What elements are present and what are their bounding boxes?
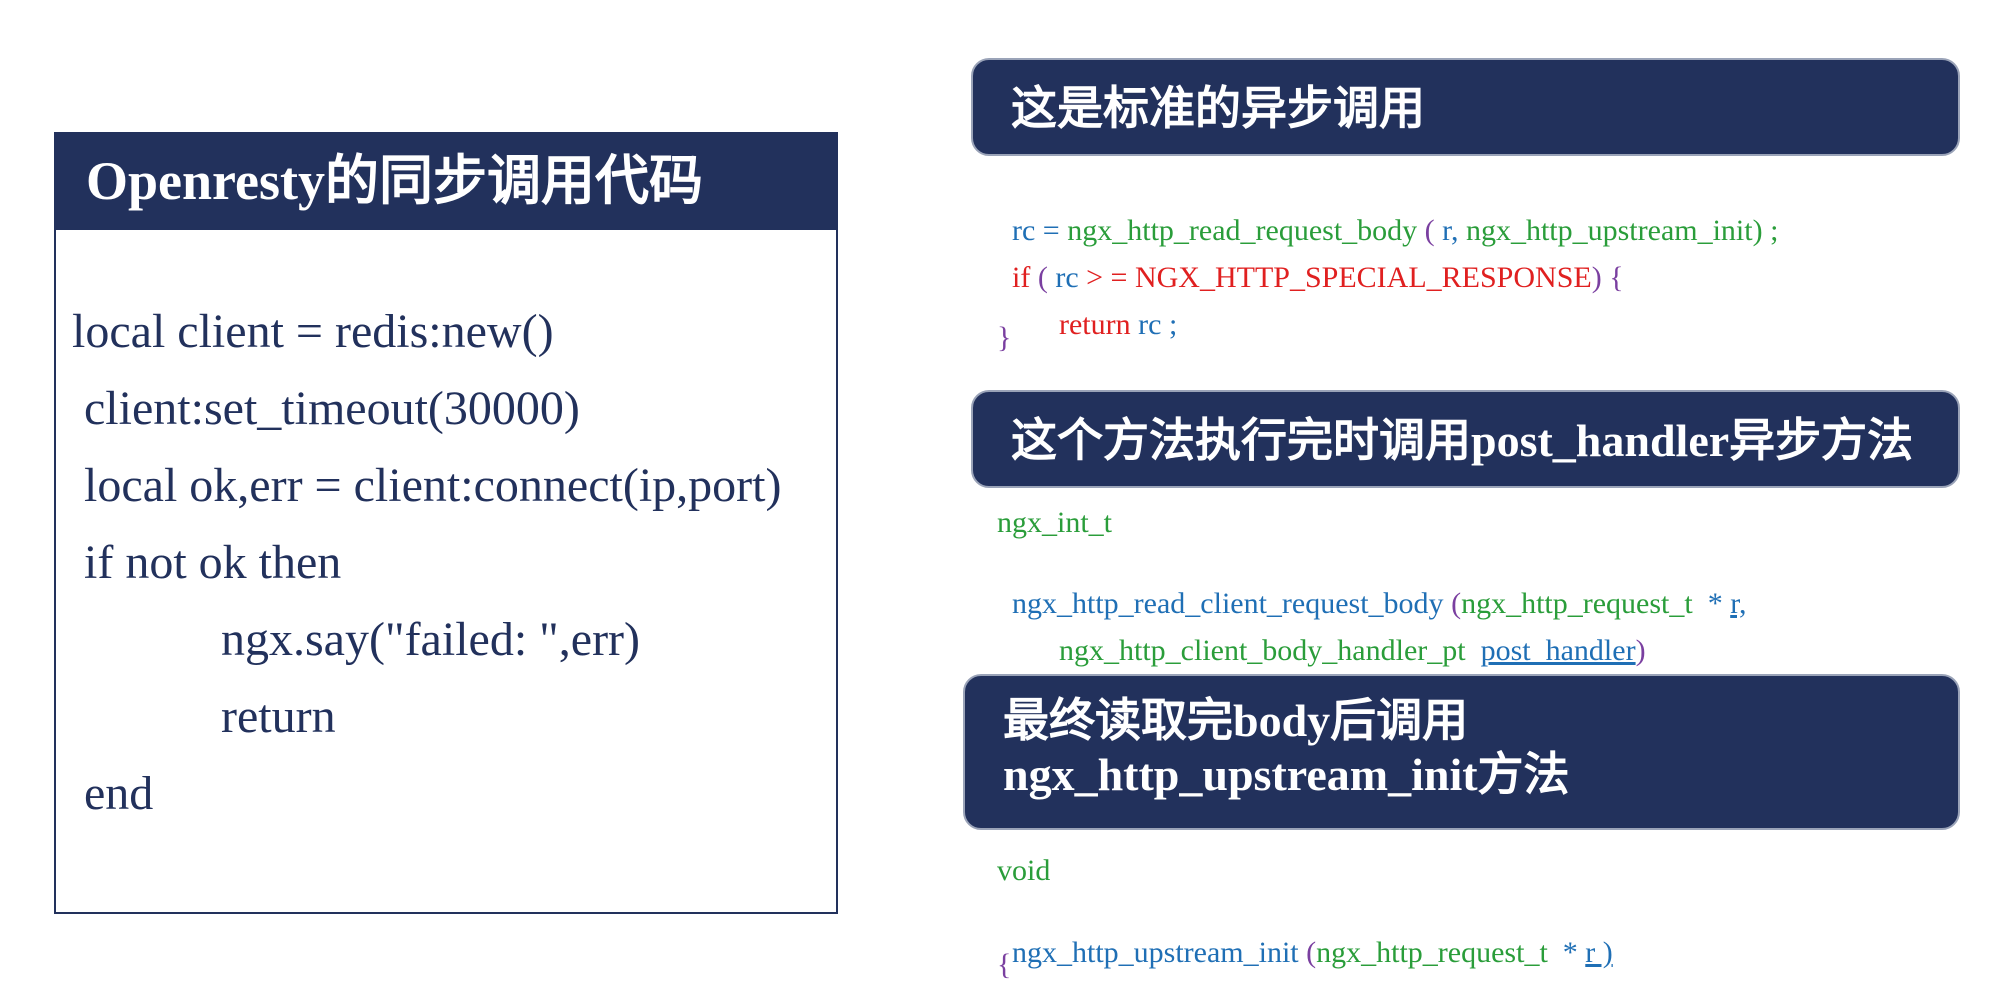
s1l1-d: r,	[1442, 214, 1466, 247]
code-line-3: local ok,err = client:connect(ip,port)	[84, 459, 782, 512]
s3l2-c: ngx_http_request_t	[1316, 936, 1548, 969]
s3l2-b: (	[1298, 936, 1317, 969]
s1l2-b: (	[1030, 261, 1056, 294]
section1-line1: rc = ngx_http_read_request_body ( r, ngx…	[997, 180, 1778, 248]
code-line-1: local client = redis:new()	[72, 305, 554, 358]
section3-line2: ngx_http_upstream_init (ngx_http_request…	[997, 902, 1613, 970]
s2l2-b: (	[1443, 587, 1462, 620]
section2-line2: ngx_http_read_client_request_body (ngx_h…	[997, 553, 1747, 621]
s2l3-a: ngx_http_client_body_handler_pt	[1059, 634, 1466, 667]
code-line-4: if not ok then	[84, 536, 342, 589]
section1-line2: if ( rc > = NGX_HTTP_SPECIAL_RESPONSE) {	[997, 227, 1624, 295]
s1l2-a: if	[1012, 261, 1031, 294]
section3-title: 最终读取完body后调用 ngx_http_upstream_init方法	[963, 674, 1960, 830]
s2l2-a: ngx_http_read_client_request_body	[1012, 587, 1444, 620]
s2l2-e: r,	[1730, 587, 1747, 620]
s3l2-e: r )	[1585, 936, 1613, 969]
s2l3-c: )	[1635, 634, 1646, 667]
section3-line1: void	[997, 854, 1051, 887]
left-panel-title: Openresty的同步调用代码	[54, 132, 838, 230]
s3l2-a: ngx_http_upstream_init	[1012, 936, 1299, 969]
s1l1-b: ngx_http_read_request_body	[1067, 214, 1418, 247]
s1l2-c: rc	[1055, 261, 1079, 294]
s1l1-a: rc =	[1012, 214, 1068, 247]
s1l1-c: (	[1417, 214, 1443, 247]
section3-title-line2: ngx_http_upstream_init方法	[1003, 749, 1570, 800]
s1l1-f: ) ;	[1752, 214, 1779, 247]
code-line-2: client:set_timeout(30000)	[84, 382, 580, 435]
code-line-6: return	[221, 690, 336, 743]
section2-title: 这个方法执行完时调用post_handler异步方法	[971, 390, 1960, 488]
section2-line1: ngx_int_t	[997, 506, 1113, 539]
section1-title: 这是标准的异步调用	[971, 58, 1960, 156]
section3-line3: {	[997, 948, 1012, 981]
section2-line3: ngx_http_client_body_handler_pt post_han…	[1044, 600, 1646, 668]
section3-title-line1: 最终读取完body后调用	[1003, 695, 1469, 746]
section1-line4: }	[997, 321, 1012, 354]
s2l3-b: post_handler	[1480, 634, 1636, 667]
s1l2-e: ) {	[1591, 261, 1624, 294]
code-line-5: ngx.say("failed: ",err)	[221, 613, 641, 666]
s1l3-a: return	[1059, 308, 1139, 341]
s1l3-b: rc ;	[1138, 308, 1178, 341]
section1-line3: return rc ;	[1044, 274, 1177, 342]
code-line-7: end	[84, 767, 154, 820]
s1l2-d: > = NGX_HTTP_SPECIAL_RESPONSE	[1078, 261, 1592, 294]
s3l2-d: *	[1547, 936, 1586, 969]
left-code-box	[54, 230, 838, 914]
s2l2-c: ngx_http_request_t	[1461, 587, 1693, 620]
s1l1-e: ngx_http_upstream_init	[1465, 214, 1753, 247]
s2l2-d: *	[1692, 587, 1731, 620]
